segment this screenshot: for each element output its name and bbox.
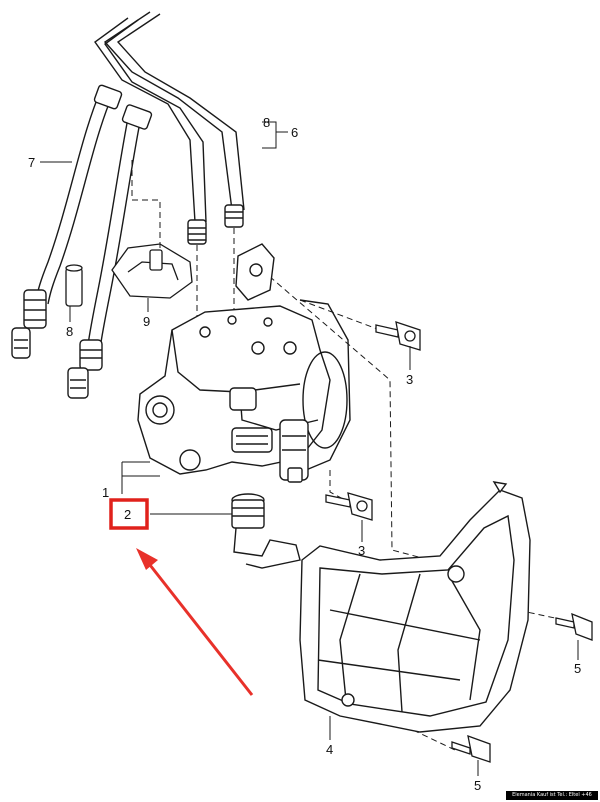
red-pointer-arrow <box>136 548 254 696</box>
footer-watermark: Elemania Kauf ist Tel.: Eltel +46 <box>506 791 598 800</box>
callout-3-lower: 3 <box>358 543 365 558</box>
callout-9: 9 <box>143 314 150 329</box>
callout-5-right: 5 <box>574 661 581 676</box>
brake-lines <box>11 11 245 399</box>
callout-4: 4 <box>326 742 333 757</box>
sleeve-part <box>65 264 83 307</box>
callout-1: 1 <box>102 485 109 500</box>
hydraulic-unit <box>137 243 351 483</box>
protective-cover <box>299 481 531 733</box>
callout-3-upper: 3 <box>406 372 413 387</box>
callout-5-bottom: 5 <box>474 778 481 793</box>
highlight-box: 2 <box>109 498 149 530</box>
sensor-part <box>231 493 301 569</box>
mounting-bracket <box>111 243 193 299</box>
callout-8-top: 8 <box>263 115 270 130</box>
callout-8-left: 8 <box>66 324 73 339</box>
callout-7: 7 <box>28 155 35 170</box>
callout-6: 6 <box>291 125 298 140</box>
callout-leaders <box>40 121 579 776</box>
callout-2: 2 <box>124 507 131 522</box>
bolt-parts <box>325 321 593 763</box>
